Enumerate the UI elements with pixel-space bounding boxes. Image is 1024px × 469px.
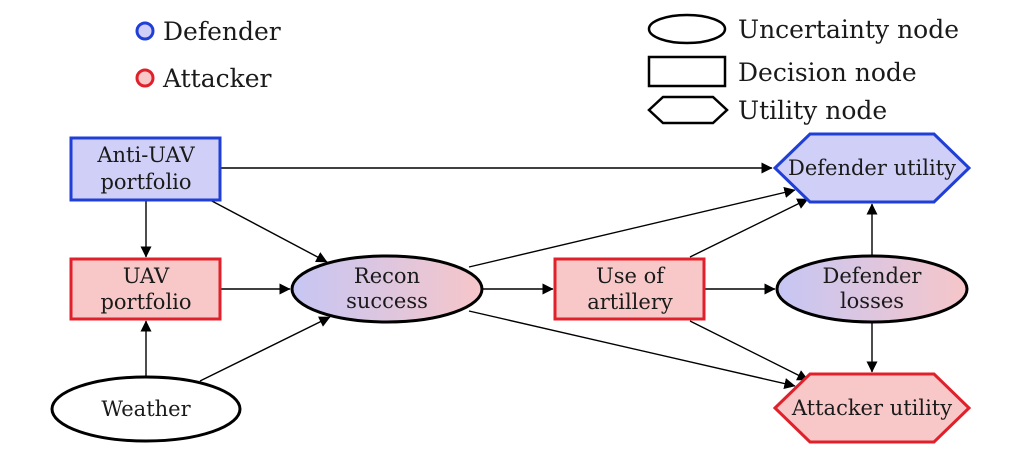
node-defender-utility: Defender utility <box>772 132 972 204</box>
edge-recon-attutility <box>468 310 796 390</box>
node-attacker-utility: Attacker utility <box>772 372 972 444</box>
node-recon-success: Recon success <box>290 254 484 324</box>
defender-utility-hexagon <box>772 132 972 204</box>
uncertainty-shape <box>647 13 727 45</box>
defender-utility-label: Defender utility <box>788 156 956 180</box>
use-of-artillery-line2: artillery <box>587 290 673 314</box>
defender-losses-line1: Defender <box>823 264 923 288</box>
node-anti-uav-portfolio: Anti-UAV portfolio <box>69 136 222 202</box>
edge-weather-recon <box>199 316 331 382</box>
legend-utility-label: Utility node <box>738 96 887 125</box>
attacker-utility-label: Attacker utility <box>791 396 952 420</box>
anti-uav-portfolio-line2: portfolio <box>100 170 191 194</box>
recon-success-line2: success <box>346 289 428 313</box>
legend-uncertainty-label: Uncertainty node <box>738 15 959 44</box>
edge-artillery-defutility <box>689 198 809 258</box>
uav-portfolio-box <box>69 257 222 321</box>
anti-uav-portfolio-line1: Anti-UAV <box>96 143 195 167</box>
use-of-artillery-box <box>553 257 706 321</box>
defender-swatch <box>135 21 155 41</box>
use-of-artillery-line1: Use of <box>596 264 666 288</box>
uav-portfolio-line1: UAV <box>123 264 170 288</box>
node-use-of-artillery: Use of artillery <box>553 257 706 321</box>
legend-uncertainty: Uncertainty node <box>647 13 959 45</box>
attacker-swatch <box>135 68 155 88</box>
uav-portfolio-line2: portfolio <box>100 290 191 314</box>
utility-shape <box>647 95 729 125</box>
legend-attacker: Attacker <box>135 64 272 93</box>
weather-label: Weather <box>101 397 191 421</box>
recon-success-ellipse <box>290 254 484 324</box>
node-defender-losses: Defender losses <box>775 254 969 324</box>
anti-uav-portfolio-box <box>69 136 222 202</box>
decision-shape <box>647 55 727 88</box>
edge-recon-defutility <box>468 186 796 268</box>
edge-antiuav-recon <box>209 199 328 263</box>
node-uav-portfolio: UAV portfolio <box>69 257 222 321</box>
legend-defender: Defender <box>135 17 281 46</box>
legend-defender-label: Defender <box>163 17 281 46</box>
recon-success-line1: Recon <box>354 264 420 288</box>
defender-losses-ellipse <box>775 254 969 324</box>
edge-artillery-attutility <box>689 320 809 381</box>
legend-attacker-label: Attacker <box>162 64 272 93</box>
legend-decision: Decision node <box>647 55 917 88</box>
legend-utility: Utility node <box>647 95 887 125</box>
defender-losses-line2: losses <box>840 289 904 313</box>
legend-decision-label: Decision node <box>738 58 917 87</box>
node-weather: Weather <box>50 375 242 443</box>
weather-ellipse <box>50 375 242 443</box>
edges <box>140 162 878 390</box>
attacker-utility-hexagon <box>772 372 972 444</box>
